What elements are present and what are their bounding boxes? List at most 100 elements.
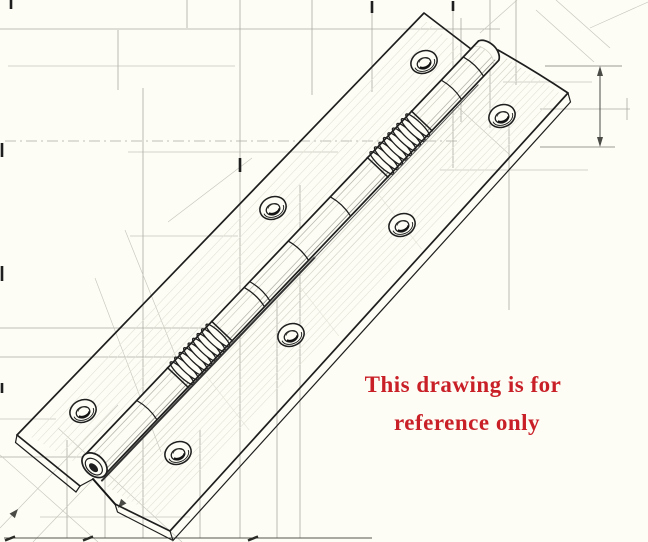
knuckle-joint-line: [330, 196, 352, 217]
construction-line-diagonal: [0, 404, 119, 529]
hatch-stroke: [30, 20, 466, 458]
upper-hinge-leaf: [14, 12, 472, 493]
countersink-arc: [392, 221, 414, 235]
spring-collar: [166, 366, 190, 389]
hatch-stroke: [35, 20, 466, 462]
hatch-stroke: [26, 20, 466, 453]
knuckle-joint-line: [288, 240, 309, 261]
hatch-cross-stroke: [294, 280, 340, 337]
pin-end-hole: [88, 463, 99, 473]
dimension-tick: [247, 535, 259, 542]
hatch-stroke: [117, 54, 564, 526]
knuckle-joint-line: [463, 56, 484, 77]
hatch-stroke: [106, 54, 548, 507]
construction-line-diagonal: [57, 427, 183, 542]
barrel-bottom-edge: [102, 59, 500, 478]
construction-line-diagonal: [555, 0, 611, 49]
screw-hole: [69, 398, 97, 424]
lower-leaf-end-thickness: [114, 503, 173, 541]
upper-leaf-end-face: [75, 478, 94, 493]
pin-top-cap: [477, 39, 501, 62]
hole-shadow-arc: [78, 411, 91, 418]
countersink-arc: [414, 58, 436, 72]
construction-line-diagonal: [0, 454, 99, 542]
reference-note-line1: This drawing is for: [365, 372, 562, 397]
hole-detail-arc: [172, 448, 182, 454]
hole-detail-arc: [267, 203, 277, 209]
dimension-arrowhead-up: [597, 66, 603, 76]
spring-collar: [366, 156, 390, 179]
dimension-tick: [4, 535, 16, 542]
dimension-marks: [540, 65, 622, 148]
hole-shadow-arc: [268, 208, 281, 215]
countersink-arc: [263, 204, 285, 218]
hatch-stroke: [129, 61, 564, 526]
spring-collar: [410, 110, 434, 132]
spring-collar: [210, 320, 234, 342]
lower-hinge-leaf: [92, 49, 572, 542]
barrel-shade-line: [100, 56, 493, 469]
hole-detail-arc: [496, 111, 506, 117]
hole-detail-arc: [418, 57, 428, 63]
hatch-stroke: [106, 54, 556, 514]
reference-note: This drawing is for reference only: [365, 372, 562, 435]
hatch-stroke: [49, 20, 466, 476]
lower-leaf-end-edge: [114, 503, 171, 532]
pin-top-cap-inner: [474, 45, 494, 65]
knuckle-joint-line: [136, 400, 158, 420]
hatch-cross-stroke: [205, 374, 250, 431]
upper-leaf-end-edge: [16, 434, 81, 487]
hatch-stroke: [40, 20, 466, 467]
hatch-stroke: [24, 20, 466, 449]
construction-line-diagonal: [167, 157, 253, 223]
screw-hole: [164, 440, 192, 466]
hole-shadow-arc: [497, 116, 510, 123]
construction-line-diagonal: [479, 0, 518, 34]
hole-shadow-arc: [173, 453, 186, 460]
screw-hole: [277, 322, 305, 348]
upper-leaf-outline: [16, 12, 472, 436]
knuckle-joint-line: [249, 281, 271, 302]
hinge-barrel: [81, 38, 502, 482]
knuckle-joints: [136, 56, 484, 420]
dimension-tick: [82, 535, 94, 542]
barrel-gap-shadow: [314, 84, 479, 259]
countersink-arc: [281, 331, 303, 345]
countersink-arc: [168, 449, 190, 463]
barrel-gap-shadow: [100, 256, 316, 482]
knuckle-joint-line: [244, 287, 265, 307]
construction-line-diagonal: [535, 9, 595, 63]
screw-hole: [388, 212, 416, 238]
hole-shadow-arc: [397, 225, 410, 232]
construction-line-diagonal: [589, 1, 648, 29]
upper-leaf-shading: [24, 20, 466, 480]
reference-note-line2: reference only: [394, 410, 540, 435]
hatch-stroke: [106, 54, 560, 518]
upper-leaf-thickness: [14, 434, 77, 493]
hole-shadow-arc: [286, 335, 299, 342]
lower-leaf-thickness: [169, 92, 572, 542]
hatch-stroke: [44, 20, 466, 471]
hatch-stroke: [121, 54, 564, 526]
hole-shadow-arc: [419, 62, 432, 69]
hole-detail-arc: [285, 330, 295, 336]
hole-detail-arc: [396, 220, 406, 226]
hatch-stroke: [106, 54, 552, 511]
lower-leaf-shading: [106, 54, 564, 526]
leaf-junction-seam: [92, 478, 116, 505]
pin-end-ring: [84, 457, 103, 476]
countersink-arc: [492, 112, 514, 126]
barrel-top-edge: [82, 40, 480, 458]
hatch-stroke: [125, 57, 564, 526]
screw-holes: [69, 49, 516, 466]
hatch-stroke: [106, 54, 564, 522]
dimension-arrowhead-down: [597, 137, 603, 147]
hatch-stroke: [54, 20, 466, 480]
dimension-arrowhead: [9, 509, 18, 519]
hole-detail-arc: [77, 406, 87, 412]
countersink-arc: [73, 407, 95, 421]
lower-leaf-outline: [169, 49, 569, 532]
knuckle-joint-line: [441, 79, 462, 100]
